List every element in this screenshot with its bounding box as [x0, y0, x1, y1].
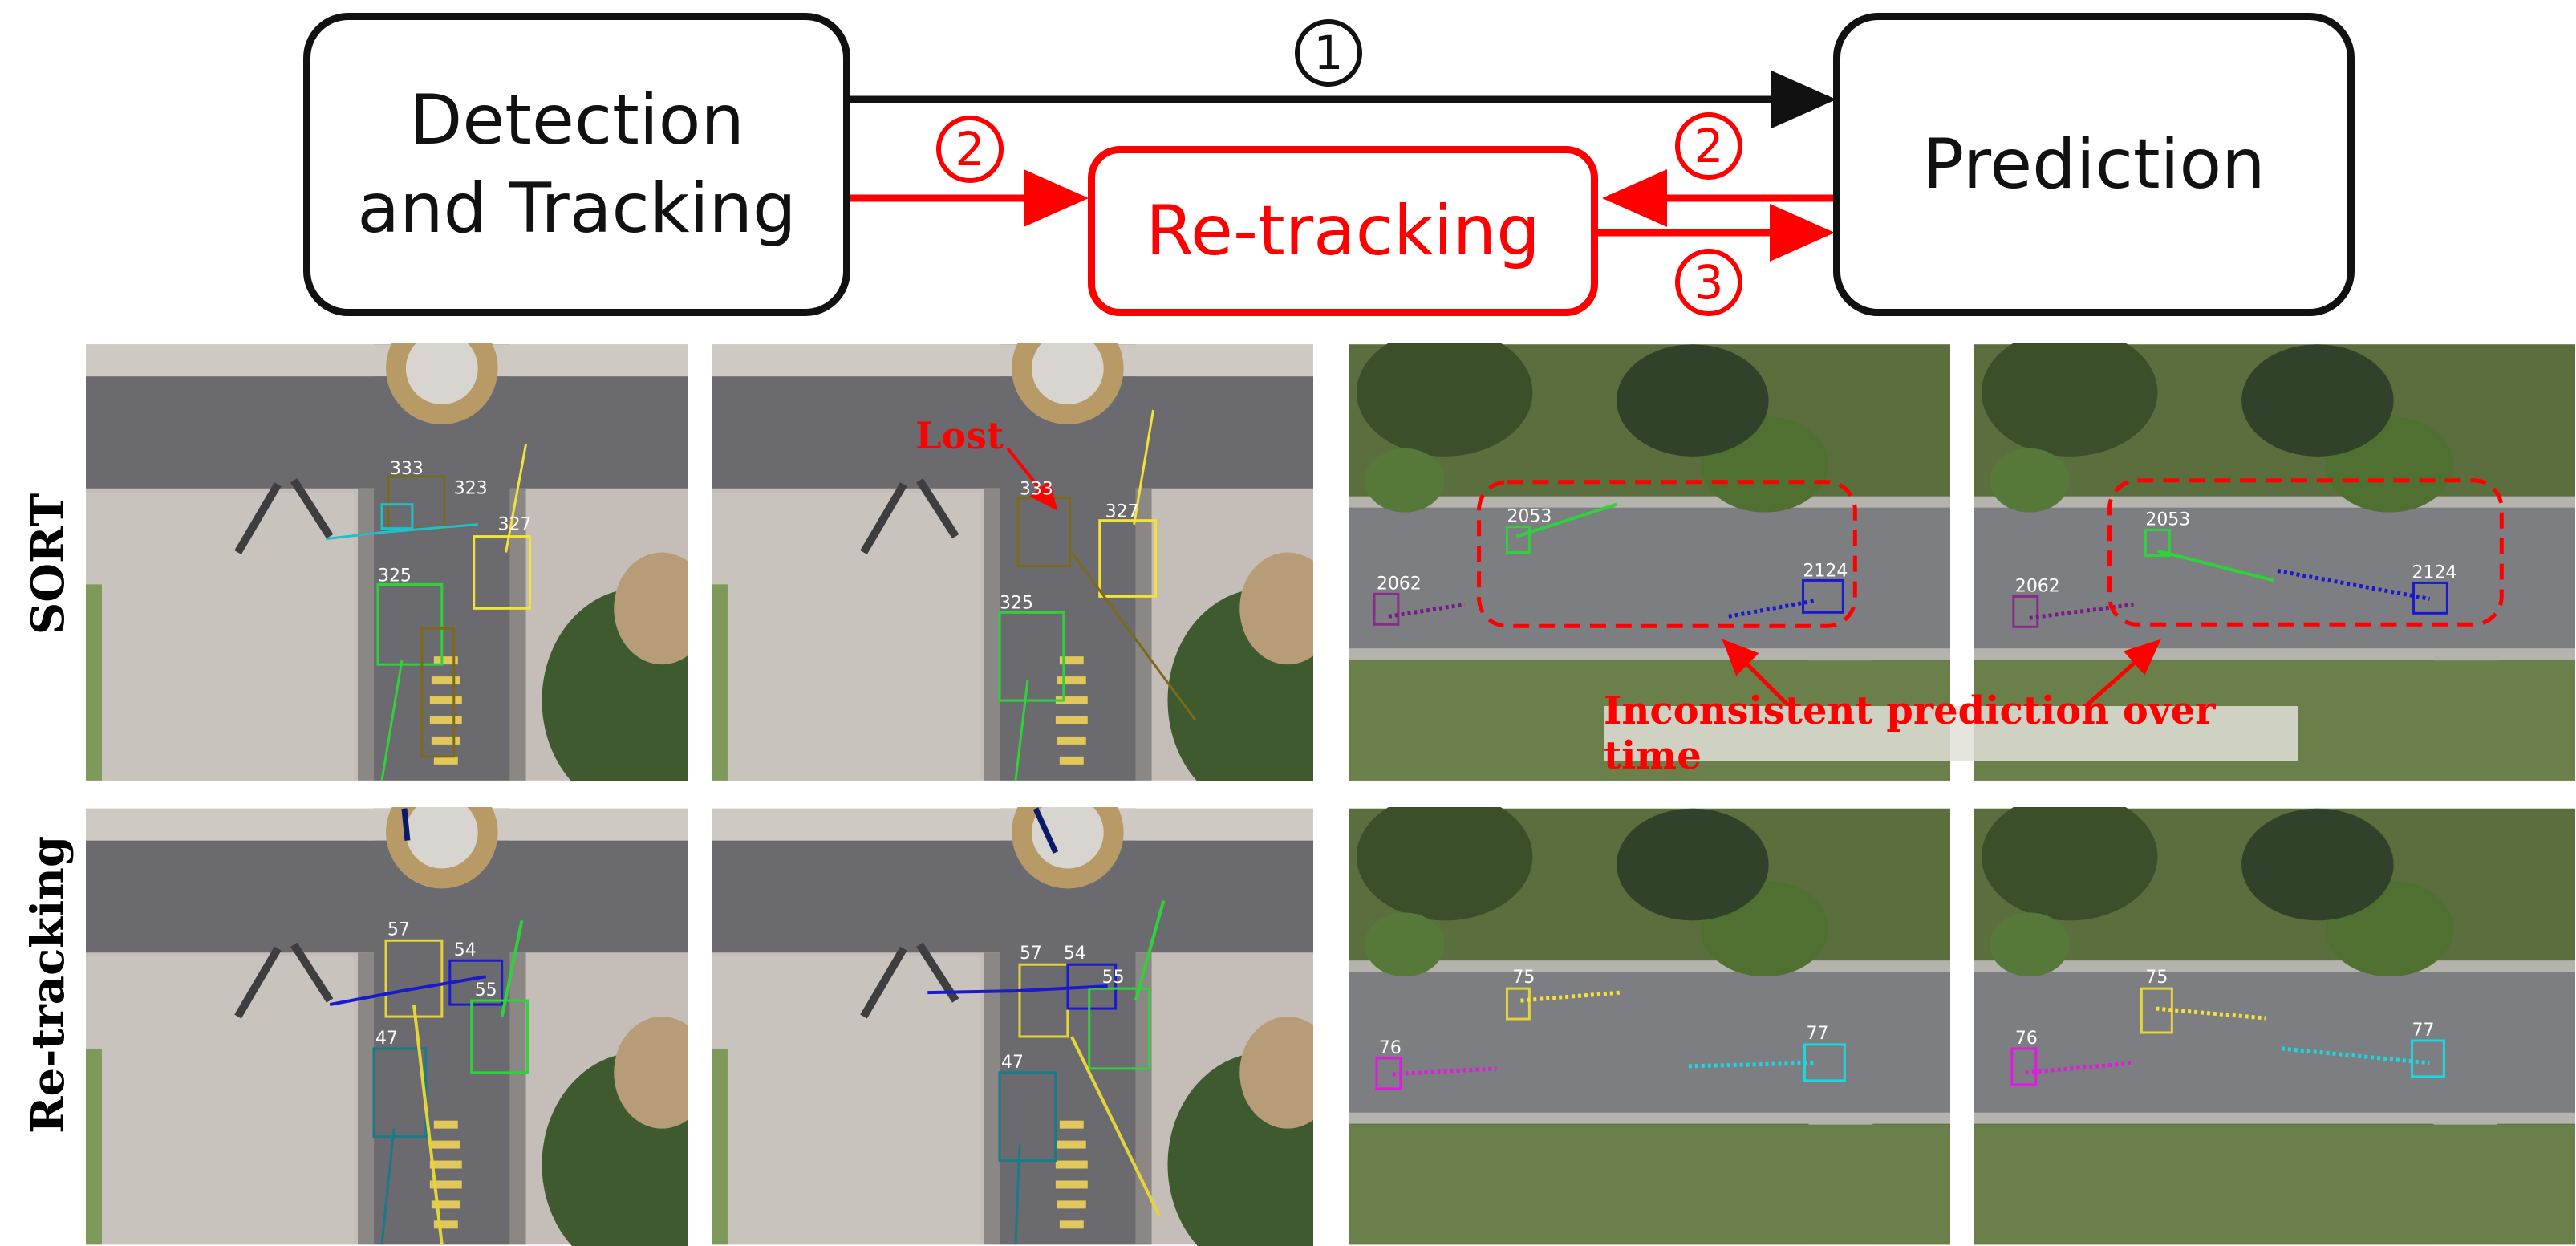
inconsistent-annotation-background [1604, 706, 2298, 761]
track-id-76: 76 [2015, 1029, 2038, 1049]
retrack-park-panel-1: 75 76 77 [1349, 807, 1950, 1246]
track-id-2062: 2062 [2015, 576, 2060, 596]
track-id-57: 57 [387, 919, 410, 940]
retrack-intersection-panel-2: 57 54 55 47 [712, 807, 1313, 1246]
track-id-55: 55 [475, 980, 497, 1000]
track-id-77: 77 [2412, 1021, 2435, 1041]
track-id-55: 55 [1102, 968, 1125, 988]
detection-tracking-label: Detection and Tracking [357, 79, 797, 249]
track-id-325: 325 [1000, 593, 1033, 613]
prediction-node: Prediction [1833, 13, 2355, 316]
sort-park-panel-2: 2053 2062 2124 [1974, 343, 2575, 781]
track-id-47: 47 [1001, 1053, 1024, 1073]
track-id-2124: 2124 [1803, 561, 1848, 581]
track-id-54: 54 [1064, 944, 1086, 964]
sort-intersection-panel-1: 333 323 327 325 [86, 343, 688, 781]
track-id-77: 77 [1806, 1024, 1828, 1044]
track-id-54: 54 [454, 940, 477, 960]
track-id-47: 47 [375, 1029, 398, 1049]
sort-park-panel-1: 2053 2062 2124 [1349, 343, 1950, 781]
track-id-327: 327 [1105, 502, 1139, 522]
retrack-park-panel-2: 75 76 77 [1974, 807, 2575, 1246]
retracking-label: Re-tracking [1146, 190, 1540, 271]
step-2-badge-right: 2 [1675, 112, 1742, 180]
track-id-2053: 2053 [2145, 510, 2190, 530]
track-id-333: 333 [1020, 480, 1053, 500]
step-1-badge: 1 [1295, 19, 1362, 87]
track-id-57: 57 [1020, 944, 1042, 964]
track-id-2062: 2062 [1377, 574, 1422, 594]
step-2-badge-left: 2 [936, 116, 1004, 183]
inconsistent-annotation: Inconsistent prediction over time [1604, 688, 2216, 778]
retracking-node: Re-tracking [1088, 146, 1598, 316]
track-id-325: 325 [378, 566, 412, 586]
track-id-75: 75 [1512, 968, 1535, 988]
detection-tracking-node: Detection and Tracking [303, 13, 850, 316]
track-id-75: 75 [2145, 968, 2168, 988]
track-id-327: 327 [498, 515, 532, 535]
track-id-2053: 2053 [1507, 507, 1552, 527]
prediction-label: Prediction [1922, 124, 2266, 205]
track-id-76: 76 [1379, 1038, 1402, 1058]
step-3-badge: 3 [1675, 249, 1742, 316]
sort-intersection-panel-2: Lost 333 327 325 [712, 343, 1313, 781]
track-id-323: 323 [454, 479, 488, 499]
retrack-intersection-panel-1: 57 54 55 47 [86, 807, 688, 1246]
track-id-2124: 2124 [2412, 562, 2457, 582]
flow-arrows [849, 71, 1836, 262]
track-id-333: 333 [390, 459, 424, 479]
lost-annotation: Lost [915, 414, 1004, 457]
